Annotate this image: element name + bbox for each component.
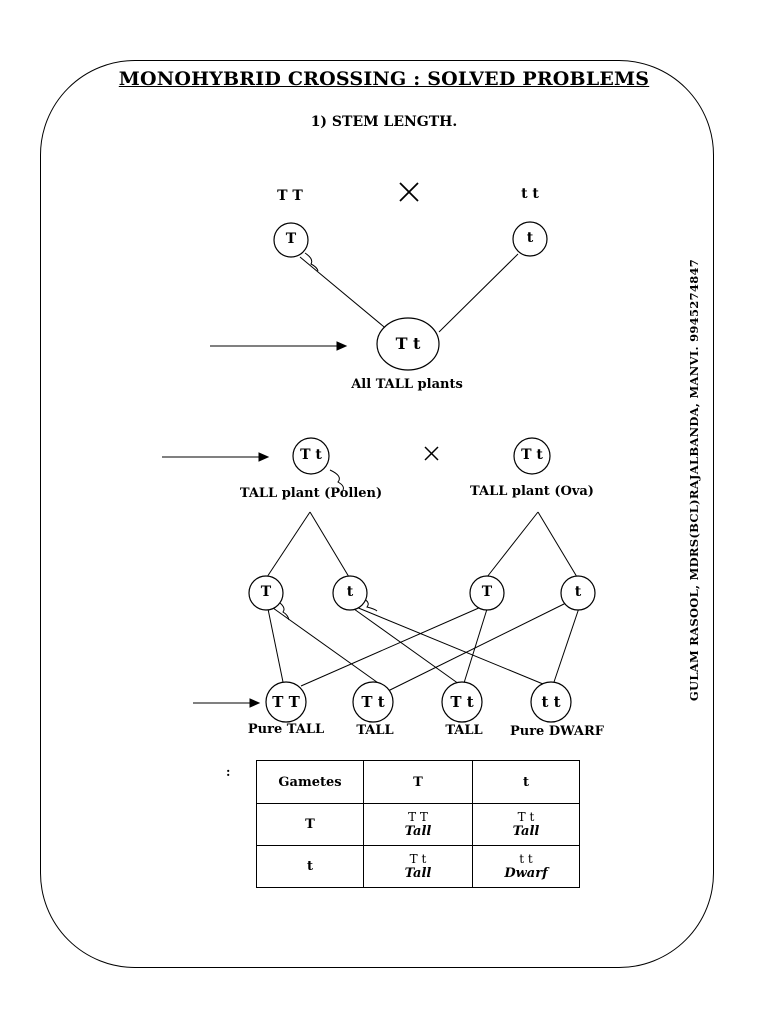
table-cell: T t Tall bbox=[472, 803, 580, 846]
gamete-3: T bbox=[481, 584, 493, 600]
line-p2-to-f1 bbox=[438, 253, 519, 333]
table-row: Gametes T t bbox=[256, 760, 580, 804]
genotype-circles bbox=[248, 221, 596, 723]
ova-genotype: T t bbox=[521, 447, 543, 463]
f2-genotype-4: t t bbox=[541, 693, 561, 711]
p2-genotype: t t bbox=[521, 186, 539, 202]
f1-genotype: T t bbox=[395, 334, 421, 353]
f1-label: All TALL plants bbox=[351, 377, 463, 392]
circle-pollen bbox=[292, 437, 330, 475]
cell-genotype: T t bbox=[517, 809, 535, 824]
table-row: t T t Tall t t Dwarf bbox=[256, 845, 580, 888]
cross-x-icon-2 bbox=[424, 446, 439, 461]
punnett-square: Gametes T t T T T Tall T t Tall t T t Ta… bbox=[256, 760, 580, 888]
table-row-gamete-T: T bbox=[256, 803, 364, 846]
p1-genotype: T T bbox=[277, 188, 303, 204]
table-row-gamete-t: t bbox=[256, 845, 364, 888]
f2-genotype-2: T t bbox=[361, 693, 385, 711]
circle-f2-2 bbox=[352, 681, 394, 723]
cell-phenotype: Tall bbox=[404, 823, 432, 839]
line-p1-to-f1 bbox=[299, 256, 390, 332]
cell-phenotype: Dwarf bbox=[504, 865, 548, 881]
table-cell: T t Tall bbox=[363, 845, 473, 888]
gamete-4: t bbox=[574, 584, 582, 600]
arrows bbox=[162, 341, 348, 708]
f2-genotype-3: T t bbox=[450, 693, 474, 711]
p-lines bbox=[299, 252, 519, 333]
circle-gamete-1 bbox=[248, 575, 284, 611]
f2-label-3: TALL bbox=[445, 723, 483, 738]
squiggle-p1 bbox=[304, 252, 319, 272]
pollen-genotype: T t bbox=[300, 447, 322, 463]
table-header-t: t bbox=[472, 760, 580, 804]
table-cell: t t Dwarf bbox=[472, 845, 580, 888]
arrow-f2-icon bbox=[249, 698, 261, 708]
p1-gamete: T bbox=[285, 231, 297, 247]
circle-gamete-2 bbox=[332, 575, 368, 611]
author-side-note: GULAM RASOOL, MDRS(BCL)RAJALBANDA, MANVI… bbox=[687, 258, 701, 702]
circle-gamete-3 bbox=[469, 575, 505, 611]
pollen-label: TALL plant (Pollen) bbox=[239, 486, 383, 501]
circle-p2-gamete bbox=[512, 221, 548, 257]
circle-f2-1 bbox=[265, 681, 307, 723]
f2-lines bbox=[267, 601, 580, 692]
table-row: T T T Tall T t Tall bbox=[256, 803, 580, 846]
cross-x-icon bbox=[399, 182, 419, 202]
circle-f1 bbox=[376, 317, 440, 371]
colon-mark: : bbox=[226, 765, 231, 779]
circle-p1-gamete bbox=[273, 222, 309, 258]
table-cell: T T Tall bbox=[363, 803, 473, 846]
f2-label-1: Pure TALL bbox=[247, 722, 325, 737]
p2-gamete: t bbox=[526, 230, 534, 246]
gamete-lines bbox=[266, 469, 578, 621]
f2-genotype-1: T T bbox=[272, 693, 300, 711]
table-header-T: T bbox=[363, 760, 473, 804]
page-title: MONOHYBRID CROSSING : SOLVED PROBLEMS bbox=[118, 68, 650, 90]
table-header-gametes: Gametes bbox=[256, 760, 364, 804]
f2-label-2: TALL bbox=[356, 723, 394, 738]
cell-phenotype: Tall bbox=[512, 823, 540, 839]
gamete-2: t bbox=[346, 584, 354, 600]
gamete-1: T bbox=[260, 584, 272, 600]
f2-label-4: Pure DWARF bbox=[509, 724, 605, 739]
circle-gamete-4 bbox=[560, 575, 596, 611]
circle-f2-4 bbox=[530, 681, 572, 723]
arrow-f1-icon bbox=[336, 341, 348, 351]
rounded-page-frame bbox=[40, 60, 714, 968]
arrow-f1cross-icon bbox=[258, 452, 270, 462]
cell-phenotype: Tall bbox=[404, 865, 432, 881]
cell-genotype: t t bbox=[519, 851, 533, 866]
cell-genotype: T t bbox=[409, 851, 427, 866]
circle-f2-3 bbox=[441, 681, 483, 723]
page-subtitle: 1) STEM LENGTH. bbox=[310, 114, 458, 130]
ova-label: TALL plant (Ova) bbox=[470, 484, 594, 499]
cell-genotype: T T bbox=[408, 809, 428, 824]
circle-ova bbox=[513, 437, 551, 475]
